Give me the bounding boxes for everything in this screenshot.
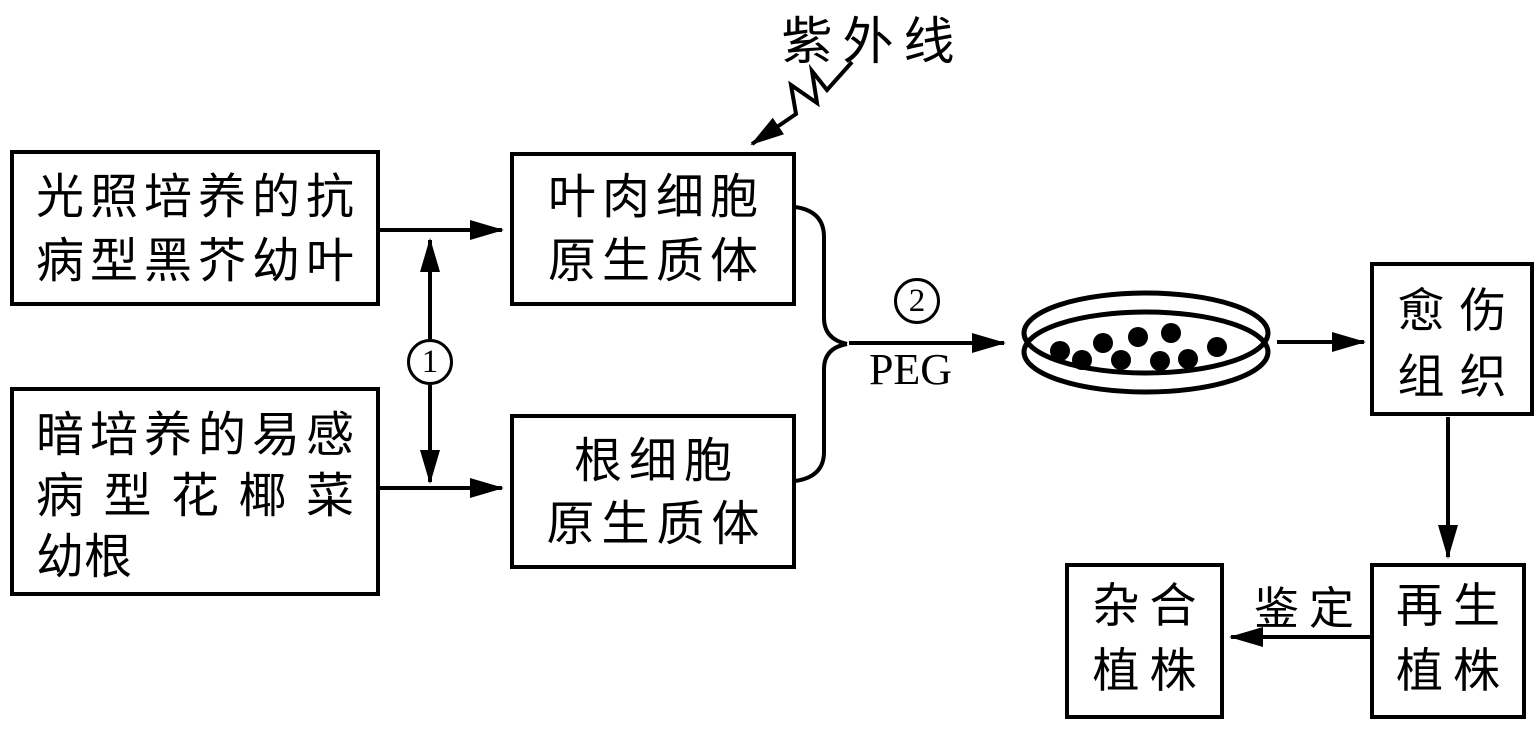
fused-cell-dot bbox=[1207, 337, 1227, 357]
step2-digit: 2 bbox=[908, 282, 926, 319]
petri-dish-rim-top bbox=[1021, 290, 1271, 376]
fused-cell-dot bbox=[1093, 333, 1113, 353]
fused-cell-dot bbox=[1050, 341, 1070, 361]
fused-cell-dot bbox=[1072, 350, 1092, 370]
uv-lightning-arrow bbox=[750, 60, 854, 146]
step2-circled-number: 2 bbox=[894, 278, 940, 324]
petri-dish bbox=[1021, 290, 1271, 395]
box-text-line: 组织 bbox=[1397, 352, 1522, 404]
step1-circled-number: 1 bbox=[407, 339, 453, 385]
box-text-line: 暗培养的易感 bbox=[36, 409, 354, 462]
petri-dish-rim-bottom bbox=[1021, 309, 1271, 395]
peg-label: PEG bbox=[868, 345, 953, 394]
fused-cell-dot bbox=[1161, 323, 1181, 343]
box-text-line: 原生质体 bbox=[546, 498, 767, 551]
box-text-line: 杂合 bbox=[1092, 581, 1207, 633]
box-text-line: 幼根 bbox=[36, 531, 133, 584]
mesophyll-protoplast-box: 叶肉细胞 原生质体 bbox=[510, 152, 796, 306]
uv-label: 紫外线 bbox=[781, 15, 965, 71]
box-text-line: 植株 bbox=[1396, 646, 1510, 698]
root-protoplast-box: 根细胞 原生质体 bbox=[510, 414, 796, 569]
box-text-line: 叶肉细胞 bbox=[547, 171, 764, 224]
box-text-line: 病型黑芥幼叶 bbox=[36, 235, 354, 288]
step1-digit: 1 bbox=[421, 343, 439, 380]
box-text-line: 根细胞 bbox=[573, 435, 739, 488]
fused-cell-dot bbox=[1128, 327, 1148, 347]
fused-cell-dot bbox=[1178, 349, 1198, 369]
box-text-line: 原生质体 bbox=[547, 235, 764, 288]
box-text-line: 病型花椰菜 bbox=[36, 470, 354, 523]
box-text-line: 植株 bbox=[1092, 646, 1207, 698]
leaf-source-box: 光照培养的抗 病型黑芥幼叶 bbox=[10, 150, 380, 306]
brace-lower-branch bbox=[794, 342, 848, 483]
box-text-line: 愈伤 bbox=[1397, 286, 1522, 338]
brace-upper-branch bbox=[794, 205, 848, 346]
root-source-box: 暗培养的易感 病型花椰菜 幼根 bbox=[10, 387, 380, 596]
box-text-line: 光照培养的抗 bbox=[36, 171, 354, 224]
box-text-line: 再生 bbox=[1396, 581, 1510, 633]
hybrid-plant-box: 杂合 植株 bbox=[1065, 563, 1224, 719]
petri-dish-cells bbox=[1050, 323, 1227, 371]
identify-label: 鉴定 bbox=[1253, 584, 1364, 634]
fused-cell-dot bbox=[1150, 351, 1170, 371]
regenerated-plant-box: 再生 植株 bbox=[1370, 563, 1526, 719]
callus-box: 愈伤 组织 bbox=[1370, 262, 1534, 416]
fused-cell-dot bbox=[1111, 350, 1131, 370]
